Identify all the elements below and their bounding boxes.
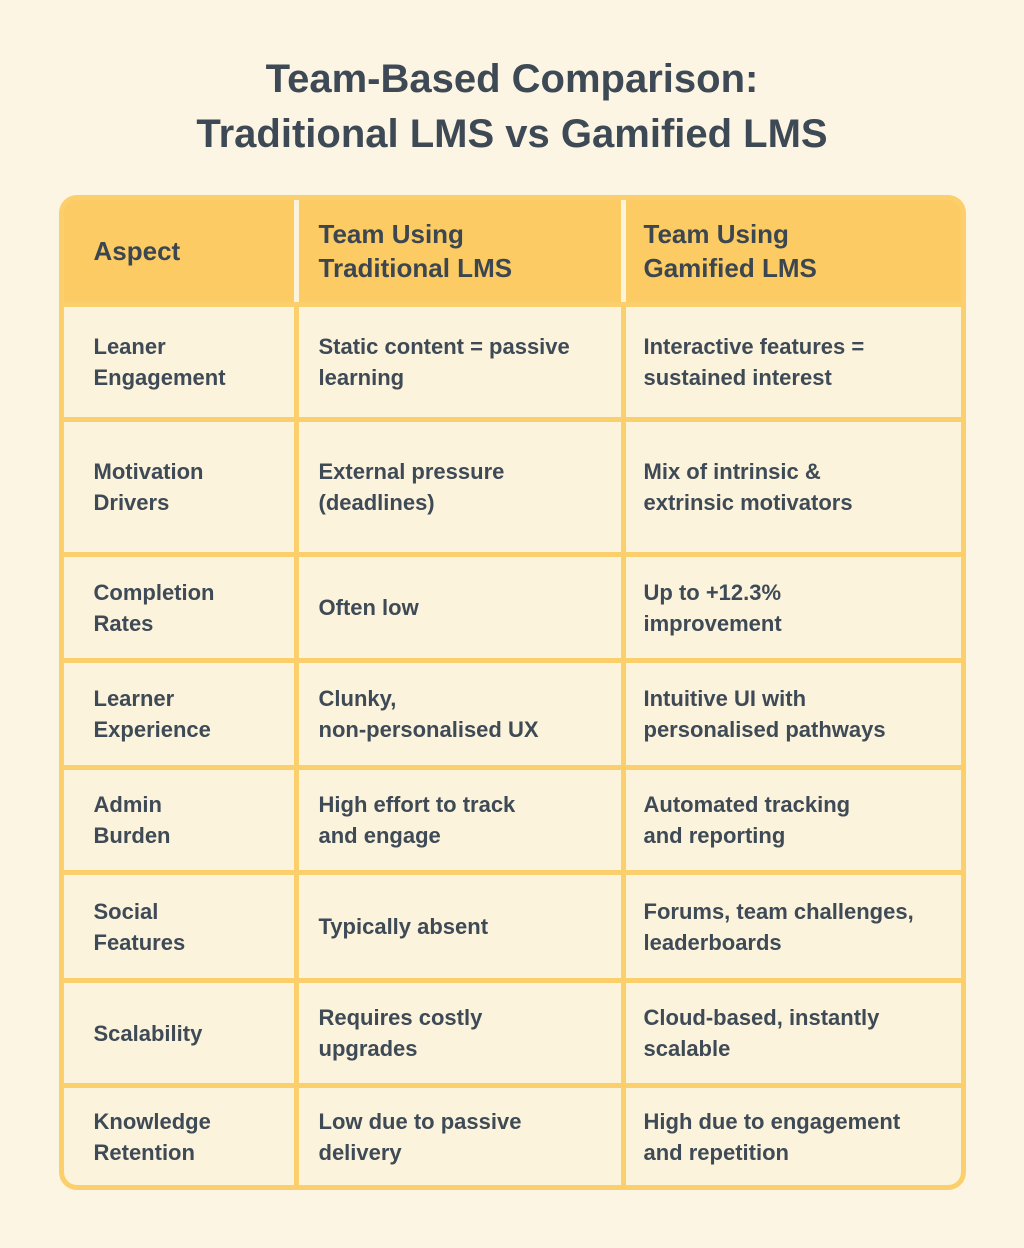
infographic-page: Team-Based Comparison: Traditional LMS v… — [58, 57, 966, 1190]
gamified-cell: Forums, team challenges, leaderboards — [620, 875, 961, 978]
table-row: Leaner Engagement Static content = passi… — [63, 307, 961, 417]
aspect-label: Scalability — [63, 983, 294, 1083]
aspect-label: Motivation Drivers — [63, 422, 294, 552]
aspect-label: Learner Experience — [63, 663, 294, 765]
header-cell-traditional: Team Using Traditional LMS — [293, 200, 621, 302]
traditional-cell: External pressure (deadlines) — [293, 422, 621, 552]
header-cell-gamified: Team Using Gamified LMS — [620, 200, 961, 302]
traditional-cell: Static content = passive learning — [293, 307, 621, 417]
table-row: Knowledge Retention Low due to passive d… — [63, 1088, 961, 1185]
gamified-cell: Cloud-based, instantly scalable — [620, 983, 961, 1083]
traditional-cell: High effort to track and engage — [293, 770, 621, 870]
table-header-row: Aspect Team Using Traditional LMS Team U… — [63, 200, 961, 302]
aspect-label: Admin Burden — [63, 770, 294, 870]
table-row: Learner Experience Clunky, non-personali… — [63, 663, 961, 765]
comparison-table: Aspect Team Using Traditional LMS Team U… — [58, 195, 966, 1190]
table-row: Scalability Requires costly upgrades Clo… — [63, 983, 961, 1083]
gamified-cell: Up to +12.3% improvement — [620, 557, 961, 658]
gamified-cell: Mix of intrinsic & extrinsic motivators — [620, 422, 961, 552]
table-row: Admin Burden High effort to track and en… — [63, 770, 961, 870]
traditional-cell: Often low — [293, 557, 621, 658]
header-cell-aspect: Aspect — [63, 200, 294, 302]
gamified-cell: High due to engagement and repetition — [620, 1088, 961, 1185]
aspect-label: Social Features — [63, 875, 294, 978]
aspect-label: Leaner Engagement — [63, 307, 294, 417]
table-row: Motivation Drivers External pressure (de… — [63, 422, 961, 552]
traditional-cell: Typically absent — [293, 875, 621, 978]
traditional-cell: Low due to passive delivery — [293, 1088, 621, 1185]
gamified-cell: Automated tracking and reporting — [620, 770, 961, 870]
table-row: Completion Rates Often low Up to +12.3% … — [63, 557, 961, 658]
aspect-label: Knowledge Retention — [63, 1088, 294, 1185]
table-row: Social Features Typically absent Forums,… — [63, 875, 961, 978]
gamified-cell: Interactive features = sustained interes… — [620, 307, 961, 417]
aspect-label: Completion Rates — [63, 557, 294, 658]
gamified-cell: Intuitive UI with personalised pathways — [620, 663, 961, 765]
traditional-cell: Requires costly upgrades — [293, 983, 621, 1083]
traditional-cell: Clunky, non-personalised UX — [293, 663, 621, 765]
page-title: Team-Based Comparison: Traditional LMS v… — [196, 57, 828, 156]
